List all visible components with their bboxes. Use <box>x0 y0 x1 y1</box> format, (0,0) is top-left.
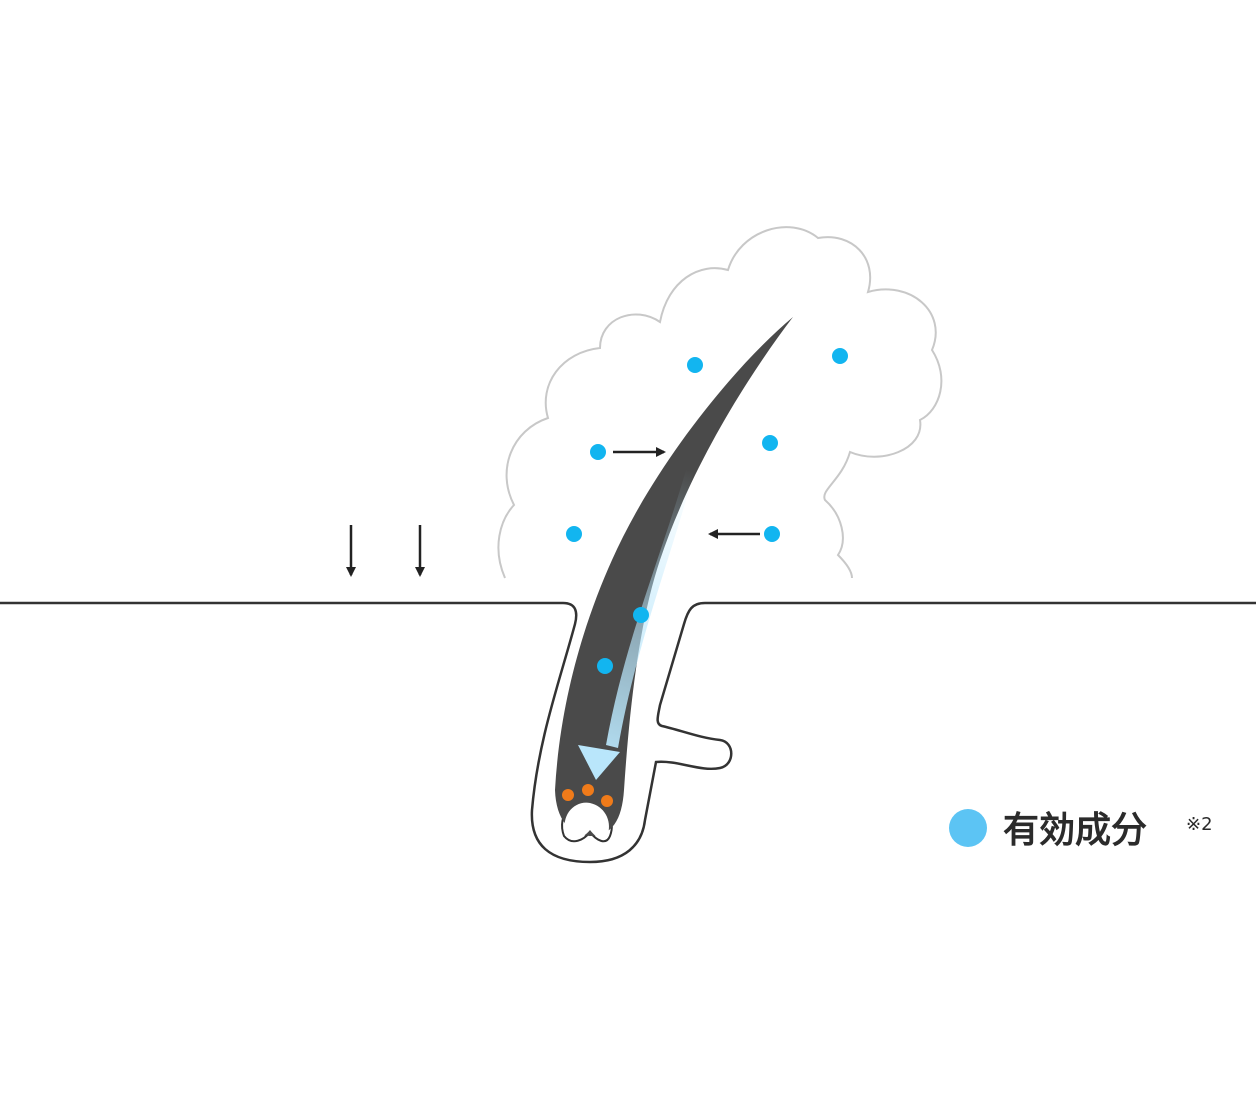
ingredient-dot <box>633 607 649 623</box>
nutrient-dot <box>562 789 574 801</box>
nutrient-dot <box>582 784 594 796</box>
ingredient-dots <box>566 348 848 674</box>
ingredient-dot <box>687 357 703 373</box>
ingredient-flow-band <box>606 470 694 748</box>
legend-dot <box>949 809 987 847</box>
skin-surface-line <box>0 601 1256 864</box>
ingredient-dot <box>832 348 848 364</box>
ingredient-dot <box>566 526 582 542</box>
nutrient-dot <box>601 795 613 807</box>
foam-cloud <box>497 226 943 579</box>
nutrient-dots <box>562 784 613 807</box>
ingredient-dot <box>597 658 613 674</box>
papilla-window <box>564 802 610 839</box>
ingredient-flow-arrowhead <box>578 745 620 780</box>
ingredient-dot <box>764 526 780 542</box>
legend: 有効成分 ※2 <box>949 809 1213 851</box>
legend-label: 有効成分 <box>1003 810 1147 851</box>
ingredient-dot <box>762 435 778 451</box>
legend-note: ※2 <box>1186 814 1213 835</box>
ingredient-dot <box>590 444 606 460</box>
